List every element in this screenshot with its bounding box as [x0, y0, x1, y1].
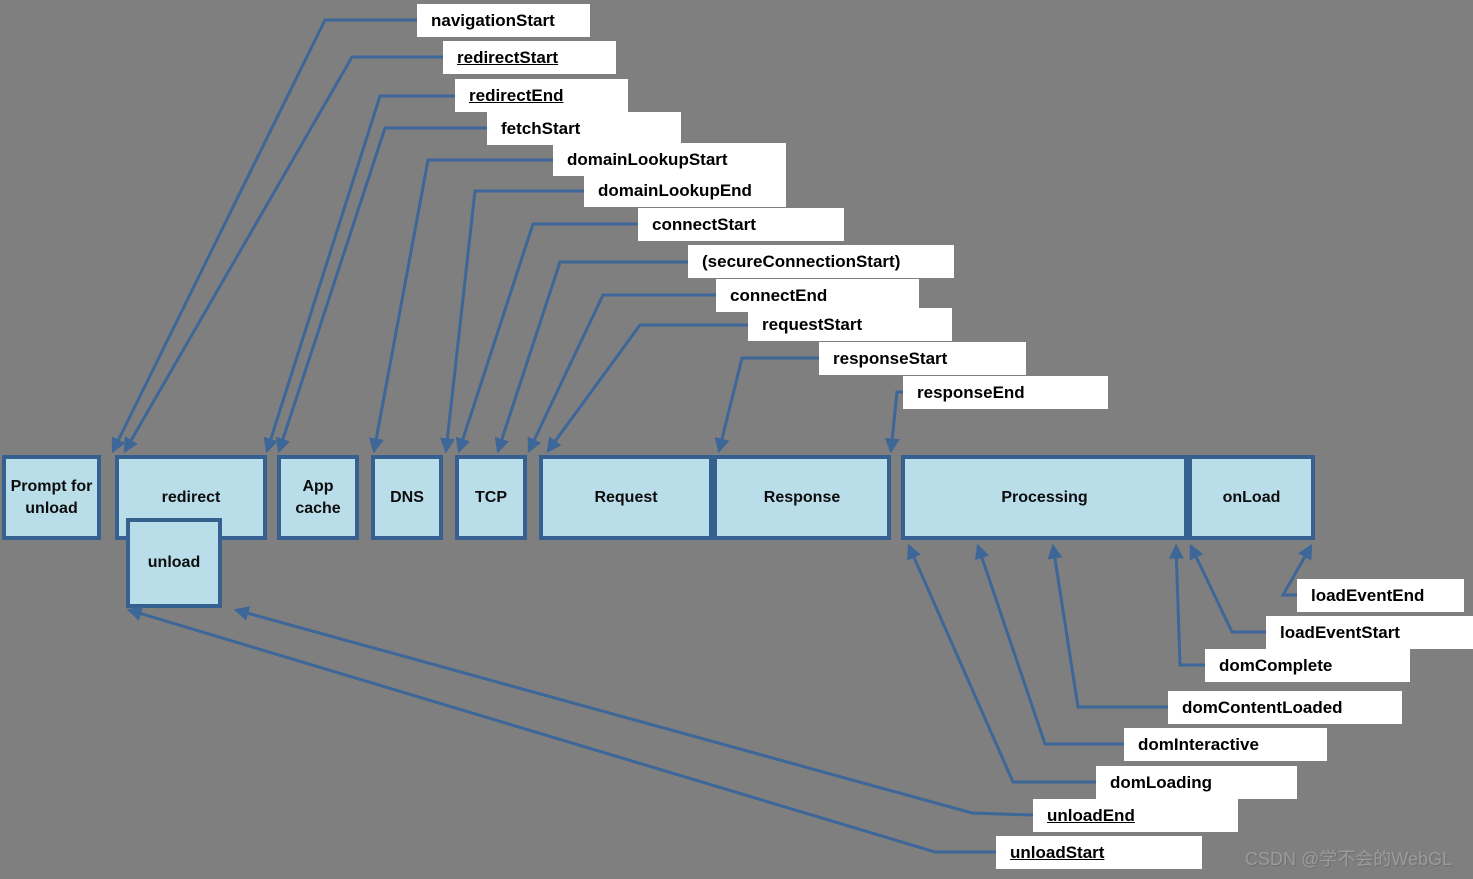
watermark: CSDN @学不会的WebGL: [1245, 849, 1452, 869]
event-label-text-domContentLoaded: domContentLoaded: [1182, 697, 1343, 717]
timeline-box-onload: onLoad: [1188, 455, 1315, 540]
event-label-domContentLoaded: domContentLoaded: [1168, 691, 1402, 724]
timeline-box-processing: Processing: [901, 455, 1188, 540]
event-label-domComplete: domComplete: [1205, 649, 1410, 682]
event-label-text-loadEventEnd: loadEventEnd: [1311, 585, 1425, 605]
event-label-responseStart: responseStart: [819, 342, 1026, 375]
event-label-text-connectEnd: connectEnd: [730, 285, 828, 305]
event-label-navigationStart: navigationStart: [417, 4, 590, 37]
event-label-secureConnectionStart: (secureConnectionStart): [688, 245, 954, 278]
event-label-text-redirectStart: redirectStart: [457, 47, 559, 67]
event-label-responseEnd: responseEnd: [903, 376, 1108, 409]
event-label-domainLookupEnd: domainLookupEnd: [584, 174, 786, 207]
event-label-loadEventEnd: loadEventEnd: [1297, 579, 1464, 612]
timeline-box-dns: DNS: [371, 455, 443, 540]
event-label-text-secureConnectionStart: (secureConnectionStart): [702, 251, 901, 271]
event-label-text-fetchStart: fetchStart: [501, 118, 581, 138]
event-label-text-domainLookupStart: domainLookupStart: [567, 149, 728, 169]
event-label-text-connectStart: connectStart: [652, 214, 756, 234]
timeline-box-unload: unload: [126, 518, 222, 608]
event-label-text-unloadEnd: unloadEnd: [1047, 805, 1135, 825]
event-label-text-domLoading: domLoading: [1110, 772, 1212, 792]
event-label-connectEnd: connectEnd: [716, 279, 919, 312]
event-label-text-domComplete: domComplete: [1219, 655, 1333, 675]
timeline-box-app-cache: App cache: [277, 455, 359, 540]
event-label-requestStart: requestStart: [748, 308, 952, 341]
event-label-text-domInteractive: domInteractive: [1138, 734, 1259, 754]
event-label-text-responseEnd: responseEnd: [917, 382, 1025, 402]
event-label-redirectEnd: redirectEnd: [455, 79, 628, 112]
event-label-text-responseStart: responseStart: [833, 348, 948, 368]
event-label-redirectStart: redirectStart: [443, 41, 616, 74]
timeline-box-response: Response: [713, 455, 891, 540]
event-label-unloadEnd: unloadEnd: [1033, 799, 1238, 832]
event-label-text-navigationStart: navigationStart: [431, 10, 555, 30]
event-label-domainLookupStart: domainLookupStart: [553, 143, 786, 176]
event-label-text-loadEventStart: loadEventStart: [1280, 622, 1400, 642]
event-label-unloadStart: unloadStart: [996, 836, 1202, 869]
event-label-text-requestStart: requestStart: [762, 314, 863, 334]
event-label-text-unloadStart: unloadStart: [1010, 842, 1105, 862]
event-label-fetchStart: fetchStart: [487, 112, 681, 145]
event-label-domInteractive: domInteractive: [1124, 728, 1327, 761]
timeline-box-tcp: TCP: [455, 455, 527, 540]
event-label-connectStart: connectStart: [638, 208, 844, 241]
event-label-text-redirectEnd: redirectEnd: [469, 85, 564, 105]
event-label-text-domainLookupEnd: domainLookupEnd: [598, 180, 752, 200]
timeline-box-request: Request: [539, 455, 713, 540]
event-label-loadEventStart: loadEventStart: [1266, 616, 1473, 649]
timeline-box-prompt-for-unload: Prompt for unload: [2, 455, 101, 540]
event-label-domLoading: domLoading: [1096, 766, 1297, 799]
